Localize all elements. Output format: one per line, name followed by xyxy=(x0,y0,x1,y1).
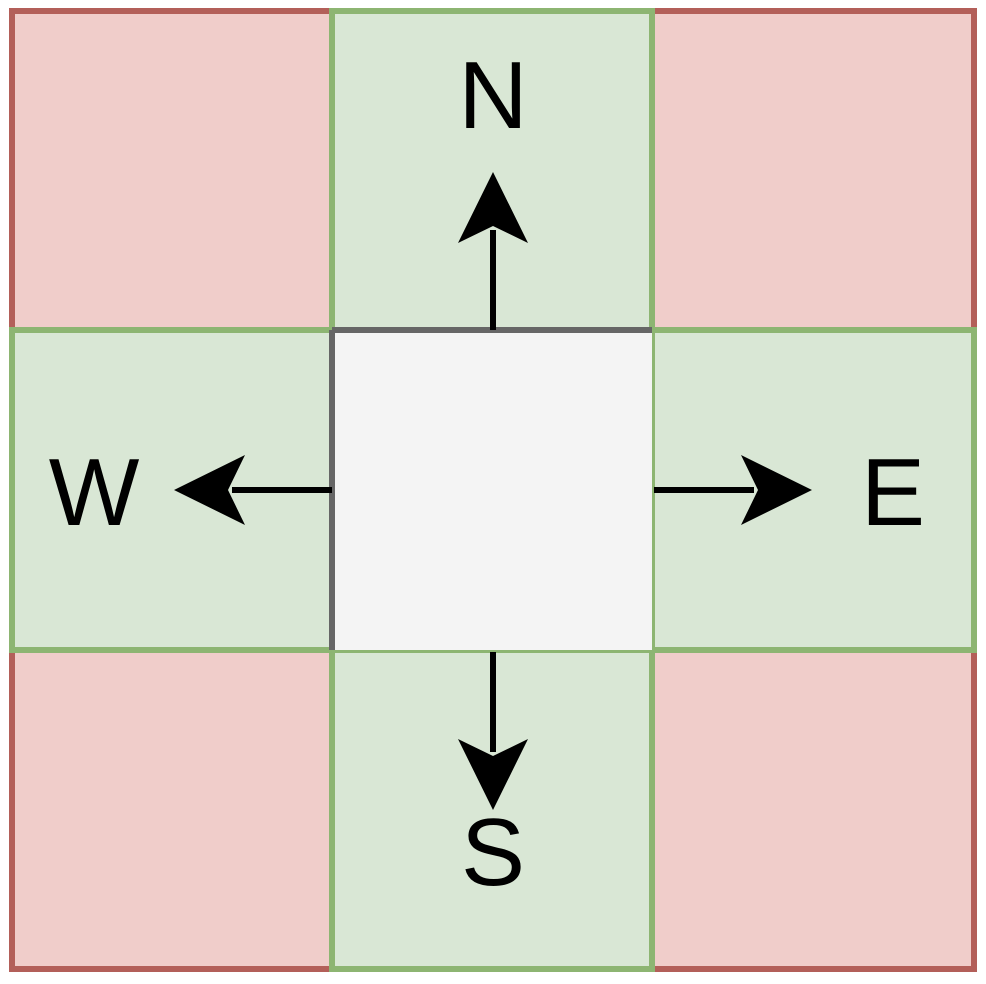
cell-blocked-top-left xyxy=(9,8,335,333)
cell-blocked-top-right xyxy=(649,8,977,333)
arrow-up-icon xyxy=(458,172,528,330)
cell-open-south xyxy=(329,647,655,972)
arrow-left-icon xyxy=(174,455,332,525)
label-west: W xyxy=(49,439,140,546)
cell-blocked-bottom-left xyxy=(9,647,335,972)
cell-blocked-bottom-right xyxy=(649,647,977,972)
label-east: E xyxy=(861,439,925,546)
label-south: S xyxy=(461,799,525,906)
cell-center xyxy=(332,330,652,650)
arrow-right-icon xyxy=(654,455,812,525)
label-north: N xyxy=(458,42,527,149)
arrow-down-icon xyxy=(458,652,528,810)
